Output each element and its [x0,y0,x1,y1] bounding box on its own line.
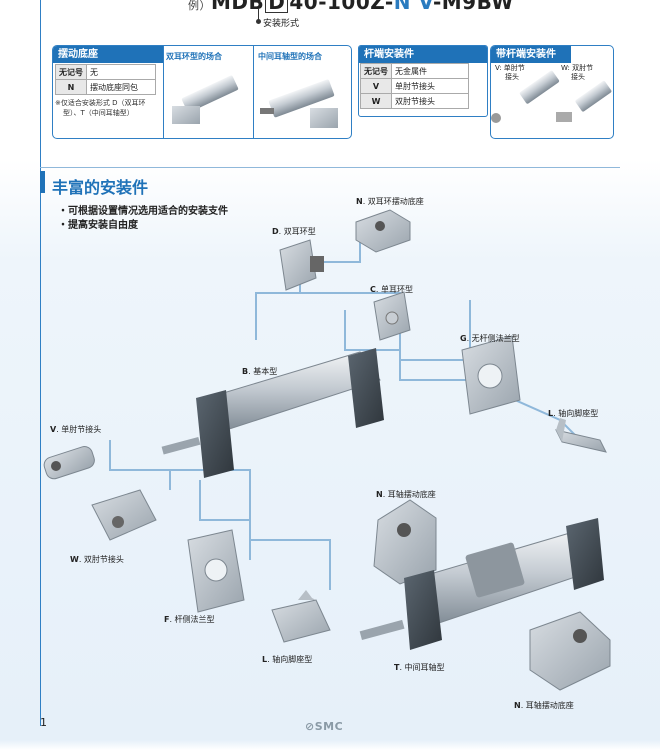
table-value: 双肘节接头 [391,93,469,109]
model-code-part3: -M9BW [432,0,514,14]
label-g: G. 无杆侧法兰型 [460,334,520,343]
model-prefix: 例） [188,0,211,12]
page-number: 1 [40,716,47,729]
trunnion-cylinder [359,518,604,650]
install-label: 安装形式 [263,19,300,29]
caption-line: 接头 [571,73,585,81]
smc-logo: ⊘SMC [305,718,343,734]
foot-bracket-right [555,418,607,453]
pivot-bracket-top [355,209,411,253]
logo-text: SMC [314,720,344,733]
double-knuckle-joint [91,489,157,541]
panel-rod-end-w [556,80,612,122]
model-code-part2: 40-100Z- [289,0,394,14]
trunnion-pivot-bottom [529,611,611,691]
model-code-v: V [418,0,433,14]
caption-line: 接头 [505,73,519,81]
sub-caption-v: V: 单肘节 接头 [495,64,525,82]
panel-rod-end-v [491,70,560,123]
single-knuckle-joint [43,446,95,480]
label-v: V. 单肘节接头 [50,425,102,434]
install-connector [258,8,259,22]
label-n-mid: N. 耳轴摆动底座 [376,490,436,499]
single-clevis-block [373,291,411,341]
left-margin-rule [40,0,41,726]
label-f: F. 杆侧法兰型 [164,615,215,624]
label-b: B. 基本型 [242,367,278,376]
swing-base-note: ※仅适合安装形式 D（双耳环 型）、T（中间耳轴型） [55,98,145,118]
caption-line: W: 双肘节 [561,64,594,72]
label-l-right: L. 轴向脚座型 [548,409,599,418]
model-code-n: N [393,0,411,14]
rod-end-title: 杆端安装件 [359,46,487,63]
section-title: 丰富的安装件 [52,178,149,197]
install-connector-dot [256,19,261,24]
trunnion-pivot-mid [373,499,437,585]
label-t: T. 中间耳轴型 [394,663,445,672]
connector-lines [109,240,581,590]
label-w: W. 双肘节接头 [70,555,124,564]
rod-flange-plate [187,529,245,613]
foot-bracket-bottom [271,590,331,643]
model-code-part1: MDB [211,0,265,14]
panel-cylinder-double-clevis [172,75,239,124]
swing-base-title: 摆动底座 [53,46,163,63]
panel-cylinder-trunnion [260,79,338,128]
note-line: ※仅适合安装形式 D（双耳环 [55,99,146,107]
table-key: N [55,79,87,95]
label-d: D. 双耳环型 [272,227,316,236]
panel-divider [163,46,164,138]
logo-mark-icon: ⊘ [305,720,315,733]
rod-end-accessory-title: 带杆端安装件 [491,46,571,63]
caption-line: V: 单肘节 [495,64,525,72]
label-c: C. 单耳环型 [370,285,413,294]
label-l-bottom: L. 轴向脚座型 [262,655,313,664]
label-n-top: N. 双耳环摆动底座 [356,197,424,206]
table-row: 无记号无金属件 [360,63,469,79]
label-n-bottom: N. 耳轴摆动底座 [514,701,574,710]
basic-cylinder [161,348,384,478]
feature-bullet: ・提高安装自由度 [58,220,138,231]
sub-caption-w: W: 双肘节 接头 [561,64,593,82]
table-value: 摆动底座同包 [86,79,156,95]
double-clevis-block [279,239,324,291]
caption-double-clevis: 双耳环型的场合 [166,52,222,61]
feature-bullet: ・可根据设置情况选用适合的安装支件 [58,206,228,217]
section-bar [40,171,45,193]
caption-trunnion: 中间耳轴型的场合 [258,52,322,61]
section-divider [40,167,620,168]
panel-divider [253,46,254,138]
model-code-box: D [265,0,289,13]
note-line: 型）、T（中间耳轴型） [63,109,134,117]
head-flange-plate [461,335,521,415]
